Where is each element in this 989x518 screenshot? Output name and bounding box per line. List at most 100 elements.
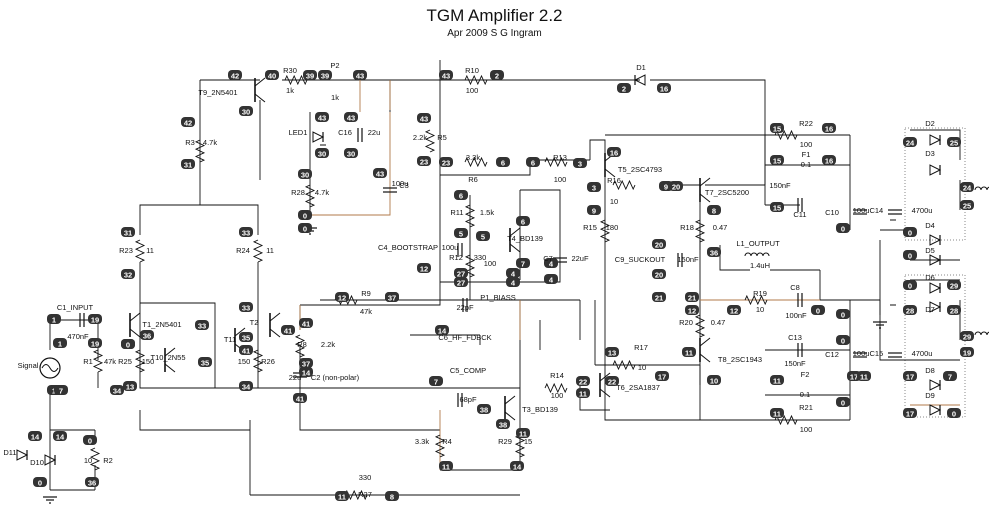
wire xyxy=(694,219,706,243)
svg-text:41: 41 xyxy=(302,320,310,329)
wire xyxy=(544,382,568,394)
wire xyxy=(304,184,316,208)
svg-text:0: 0 xyxy=(303,212,307,221)
component-label: 0.47 xyxy=(713,223,728,232)
component-label: R2 xyxy=(103,456,113,465)
svg-text:27: 27 xyxy=(457,270,465,279)
node-label: 0 xyxy=(121,339,135,350)
node-label: 39 xyxy=(318,70,332,81)
node-label: 12 xyxy=(335,292,349,303)
node-label: 0 xyxy=(836,335,850,346)
svg-text:4: 4 xyxy=(511,279,516,288)
node-label: 2 xyxy=(617,83,631,94)
component-label: R9 xyxy=(361,289,371,298)
node-label: 16 xyxy=(822,123,836,134)
wire xyxy=(612,179,636,191)
svg-text:12: 12 xyxy=(338,294,346,303)
node-label: 3 xyxy=(573,158,587,169)
component-label: C6_HF_FDBCK xyxy=(438,333,491,342)
svg-text:43: 43 xyxy=(442,72,450,81)
svg-text:30: 30 xyxy=(318,150,326,159)
svg-text:29: 29 xyxy=(950,282,958,291)
component-label: T8_2SC1943 xyxy=(718,355,762,364)
node-label: 43 xyxy=(344,112,358,123)
wire xyxy=(89,447,101,471)
component-label: 10 xyxy=(84,456,92,465)
component-label: 3.3k xyxy=(466,153,480,162)
svg-text:32: 32 xyxy=(124,271,132,280)
component-label: 0.1 xyxy=(800,390,810,399)
component-label: 180 xyxy=(606,223,619,232)
svg-text:0: 0 xyxy=(908,229,912,238)
node-label: 22 xyxy=(605,376,619,387)
wire xyxy=(284,74,308,86)
component-label: D11 xyxy=(3,448,16,457)
svg-text:2: 2 xyxy=(622,85,626,94)
node-label: 29 xyxy=(960,331,974,342)
component-label: 100 xyxy=(800,425,813,434)
node-label: 17 xyxy=(903,408,917,419)
wire xyxy=(310,112,391,216)
svg-text:36: 36 xyxy=(710,249,718,258)
component-label: C9_SUCKOUT xyxy=(615,255,666,264)
component-label: D4 xyxy=(925,221,935,230)
svg-text:34: 34 xyxy=(113,387,122,396)
svg-text:3: 3 xyxy=(592,184,596,193)
svg-text:5: 5 xyxy=(459,230,463,239)
component-label: C16 xyxy=(338,128,352,137)
svg-text:16: 16 xyxy=(825,125,833,134)
component-label: D9 xyxy=(925,391,935,400)
svg-text:0: 0 xyxy=(38,479,42,488)
svg-text:0: 0 xyxy=(841,311,845,320)
svg-text:0: 0 xyxy=(88,437,92,446)
node-label: 11 xyxy=(335,491,349,502)
node-label: 33 xyxy=(239,227,253,238)
component-label: 22uF xyxy=(571,254,589,263)
svg-text:7: 7 xyxy=(434,378,438,387)
node-label: 19 xyxy=(960,347,974,358)
component-label: 2.2k xyxy=(321,340,335,349)
node-label: 20 xyxy=(669,181,683,192)
svg-text:3: 3 xyxy=(578,160,582,169)
svg-text:0: 0 xyxy=(908,252,912,261)
component-label: T7_2SC5200 xyxy=(705,188,749,197)
svg-text:40: 40 xyxy=(268,72,276,81)
svg-text:20: 20 xyxy=(672,183,680,192)
svg-text:17: 17 xyxy=(906,373,914,382)
component-label: 15 xyxy=(524,437,532,446)
component-label: R12 xyxy=(449,253,463,262)
node-label: 0 xyxy=(836,223,850,234)
svg-text:22: 22 xyxy=(608,378,616,387)
svg-text:33: 33 xyxy=(242,304,250,313)
wire xyxy=(879,300,910,361)
node-label: 33 xyxy=(195,320,209,331)
component-label: R29 xyxy=(498,437,512,446)
svg-text:37: 37 xyxy=(302,360,310,369)
svg-text:38: 38 xyxy=(480,406,488,415)
svg-text:11: 11 xyxy=(773,410,781,419)
svg-text:13: 13 xyxy=(608,349,616,358)
svg-text:27: 27 xyxy=(457,279,465,288)
node-label: 39 xyxy=(303,70,317,81)
svg-text:13: 13 xyxy=(126,383,134,392)
component-label: F1 xyxy=(802,150,811,159)
component-label: R30 xyxy=(283,66,297,75)
component-label: R20 xyxy=(679,318,693,327)
wire xyxy=(464,204,476,228)
component-label: T5_2SC4793 xyxy=(618,165,662,174)
node-label: 11 xyxy=(770,375,784,386)
component-label: R14 xyxy=(550,371,564,380)
svg-text:36: 36 xyxy=(88,479,96,488)
node-label: 33 xyxy=(239,302,253,313)
svg-text:15: 15 xyxy=(773,204,781,213)
component-label: 100nF xyxy=(785,311,807,320)
component-label: C5_COMP xyxy=(450,366,486,375)
node-label: 12 xyxy=(685,305,699,316)
component-label: R26 xyxy=(261,357,275,366)
component-label: R11 xyxy=(450,208,463,217)
svg-text:19: 19 xyxy=(963,349,971,358)
component-label: C7 xyxy=(543,254,553,263)
svg-text:19: 19 xyxy=(91,316,99,325)
node-label: 35 xyxy=(239,332,253,343)
